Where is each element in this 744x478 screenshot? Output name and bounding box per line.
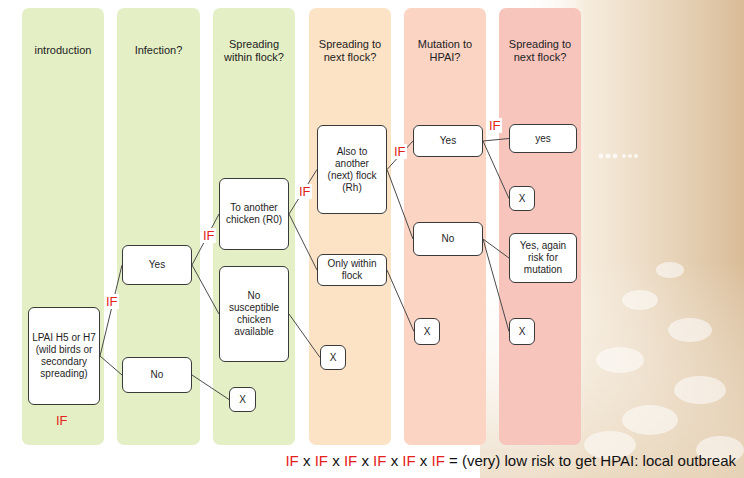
- decision-box: X: [320, 345, 346, 370]
- branch-line: [289, 314, 320, 358]
- branch-line: [100, 265, 122, 356]
- stage-column: Spreading to next flock? yesX Yes, again r…: [499, 8, 581, 445]
- branch-line: [483, 139, 509, 142]
- branch-line: [483, 141, 509, 199]
- decision-box: No susceptible chicken available: [219, 266, 289, 362]
- decision-box: X: [509, 318, 535, 345]
- column-title: Spreading to next flock?: [314, 38, 386, 64]
- column-title: Infection?: [135, 44, 183, 57]
- branch-line: [387, 270, 414, 332]
- box-text: To another chicken (R0): [223, 202, 285, 226]
- branch-line: [387, 141, 413, 170]
- decision-box: Also to another (next) flock (Rh): [317, 125, 387, 214]
- box-text: No: [442, 233, 455, 245]
- decision-box: Only within flock: [317, 254, 387, 286]
- box-text: X: [239, 394, 246, 406]
- branch-line: [483, 239, 509, 258]
- summary-text: = (very) low risk to get HPAI: local out…: [449, 453, 736, 470]
- stage-column: Mutation to HPAI? YesNoX: [404, 8, 486, 445]
- condition-label: IF: [344, 453, 357, 470]
- decision-box: Yes: [122, 245, 192, 285]
- decision-box: yes: [509, 124, 577, 153]
- box-text: X: [424, 326, 431, 338]
- box-text: Yes: [440, 135, 456, 147]
- condition-label: IF: [402, 453, 415, 470]
- summary-text: x: [420, 453, 428, 470]
- box-text: Only within flock: [321, 258, 383, 282]
- box-text: No: [151, 369, 164, 381]
- decision-box: X: [229, 387, 256, 412]
- condition-label: IF: [393, 144, 407, 159]
- branch-line: [387, 170, 413, 240]
- branch-line: [289, 214, 317, 270]
- branch-line: [192, 214, 219, 265]
- summary-text: x: [303, 453, 311, 470]
- branch-line: [289, 170, 317, 215]
- stage-column: Spreading within flock? To another chicke…: [213, 8, 295, 445]
- condition-label: IF: [315, 453, 328, 470]
- condition-label: IF: [488, 118, 502, 133]
- decision-box: Yes, again risk for mutation: [509, 233, 577, 283]
- column-header: Spreading to next flock?: [504, 28, 576, 74]
- summary-text: x: [332, 453, 340, 470]
- branch-line: [483, 239, 509, 332]
- box-text: X: [519, 326, 526, 338]
- decision-box: No: [413, 222, 483, 256]
- condition-label: IF: [432, 453, 445, 470]
- column-title: Spreading within flock?: [218, 38, 290, 64]
- box-text: Also to another (next) flock (Rh): [321, 146, 383, 194]
- decision-box: No: [122, 357, 192, 393]
- decision-box: To another chicken (R0): [219, 178, 289, 250]
- decision-box: X: [414, 318, 440, 345]
- decision-box: Yes: [413, 125, 483, 157]
- stage-column: Infection? YesNo: [117, 8, 200, 445]
- column-header: Spreading to next flock?: [314, 28, 386, 74]
- box-text: X: [330, 352, 337, 364]
- column-header: Mutation to HPAI?: [409, 28, 481, 74]
- column-header: introduction: [27, 28, 99, 74]
- column-header: Spreading within flock?: [218, 28, 290, 74]
- stage-column: Spreading to next flock? Also to another …: [309, 8, 391, 445]
- branch-line: [100, 356, 122, 375]
- column-title: introduction: [35, 44, 92, 57]
- summary-text: x: [391, 453, 399, 470]
- condition-label: IF: [56, 414, 68, 427]
- condition-label: IF: [105, 294, 119, 309]
- branch-line: [192, 265, 219, 314]
- condition-label: IF: [285, 453, 298, 470]
- box-text: No susceptible chicken available: [223, 290, 285, 338]
- condition-label: IF: [373, 453, 386, 470]
- summary-line: IFxIFxIFxIFxIFxIF= (very) low risk to ge…: [285, 453, 736, 470]
- condition-label: IF: [298, 184, 312, 199]
- box-text: X: [519, 193, 526, 205]
- box-text: Yes: [149, 259, 165, 271]
- box-text: yes: [535, 133, 551, 145]
- decision-box: LPAI H5 or H7 (wild birds or secondary s…: [28, 307, 100, 405]
- column-header: Infection?: [122, 28, 195, 74]
- box-text: LPAI H5 or H7 (wild birds or secondary s…: [32, 332, 96, 380]
- summary-text: x: [361, 453, 369, 470]
- condition-label: IF: [202, 228, 216, 243]
- column-title: Spreading to next flock?: [504, 38, 576, 64]
- box-text: Yes, again risk for mutation: [513, 240, 573, 276]
- decision-box: X: [509, 186, 535, 211]
- stage-column: introductionLPAI H5 or H7 (wild birds or…: [22, 8, 104, 445]
- column-title: Mutation to HPAI?: [409, 38, 481, 64]
- branch-line: [192, 375, 229, 400]
